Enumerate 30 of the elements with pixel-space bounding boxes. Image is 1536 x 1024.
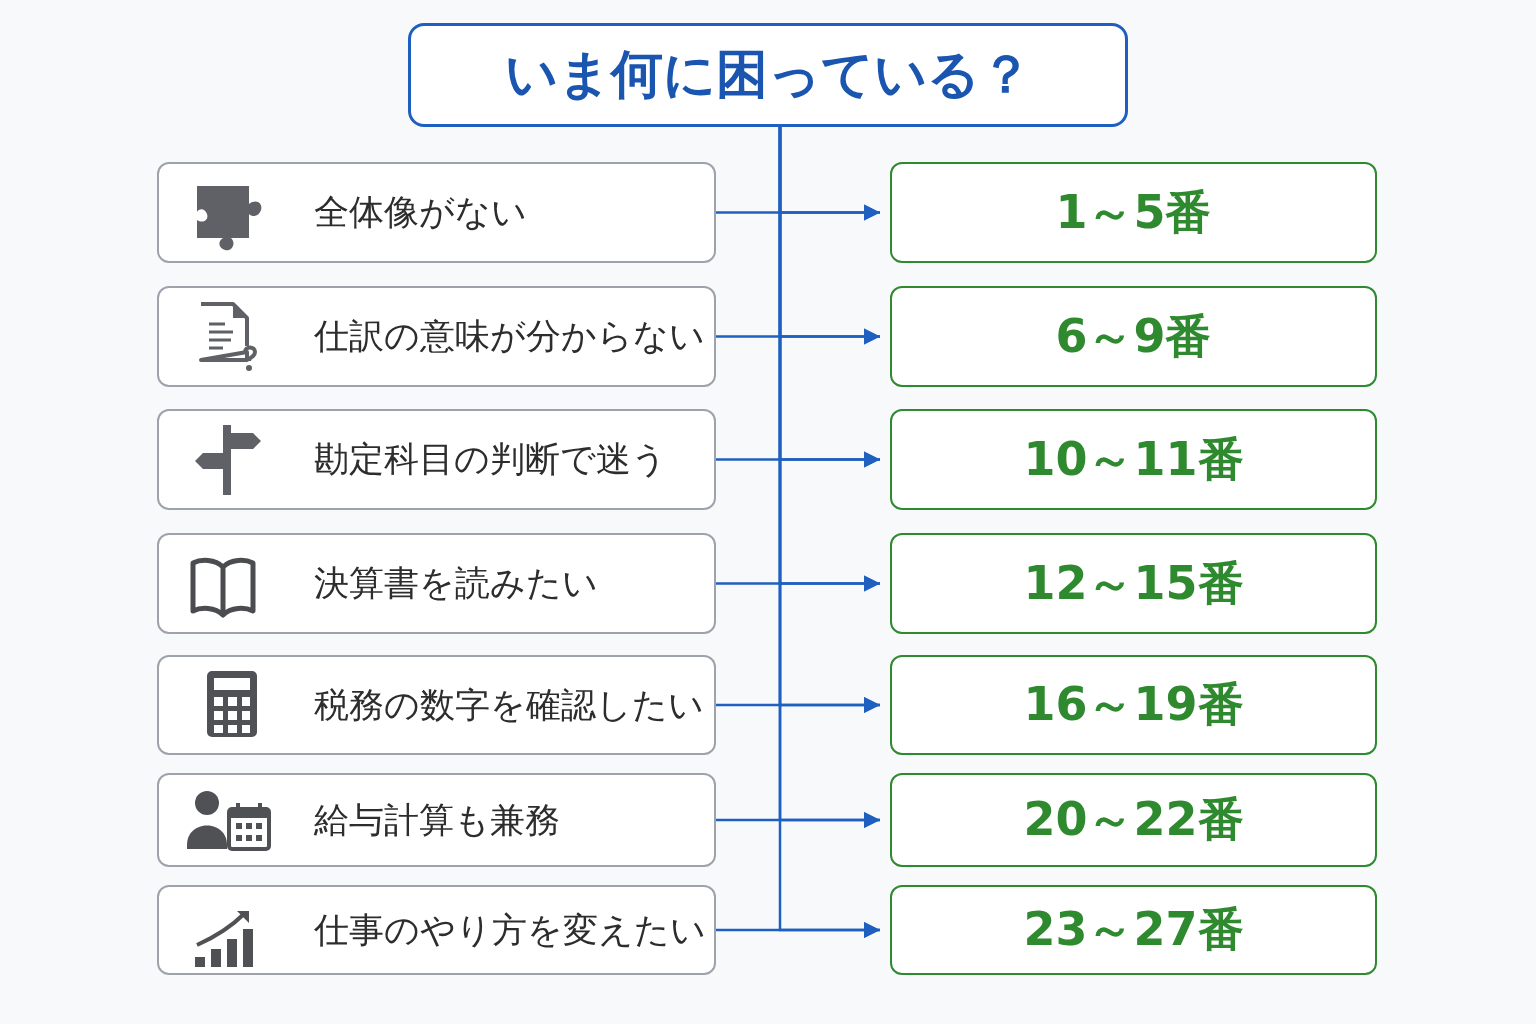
- range-box: [890, 286, 1377, 387]
- range-text: 6～9番: [1055, 307, 1212, 365]
- problem-box: [157, 655, 716, 755]
- problem-box: [157, 409, 716, 510]
- problem-text: 税務の数字を確認したい: [314, 683, 704, 727]
- range-box: [890, 885, 1377, 975]
- range-text: 12～15番: [1023, 554, 1244, 612]
- problem-text: 全体像がない: [314, 191, 527, 234]
- problem-text: 仕事のやり方を変えたい: [314, 908, 706, 952]
- range-text: 23～27番: [1023, 901, 1244, 958]
- range-box: [890, 409, 1377, 510]
- problem-text: 仕訳の意味が分からない: [314, 315, 705, 358]
- problem-box: [157, 286, 716, 387]
- range-text: 16～19番: [1023, 676, 1244, 733]
- problem-box: [157, 885, 716, 975]
- range-text: 10～11番: [1023, 430, 1244, 488]
- problem-box: [157, 773, 716, 867]
- problem-text: 給与計算も兼務: [314, 798, 560, 842]
- range-box: [890, 773, 1377, 867]
- question-box: [408, 23, 1128, 127]
- problem-text: 勘定科目の判断で迷う: [314, 438, 667, 481]
- problem-box: [157, 533, 716, 634]
- range-box: [890, 655, 1377, 755]
- question-text: いま何に困っている？: [504, 43, 1032, 106]
- problem-box: [157, 162, 716, 263]
- range-box: [890, 533, 1377, 634]
- range-box: [890, 162, 1377, 263]
- range-text: 20～22番: [1023, 791, 1244, 848]
- range-text: 1～5番: [1055, 183, 1212, 241]
- problem-text: 決算書を読みたい: [314, 562, 598, 605]
